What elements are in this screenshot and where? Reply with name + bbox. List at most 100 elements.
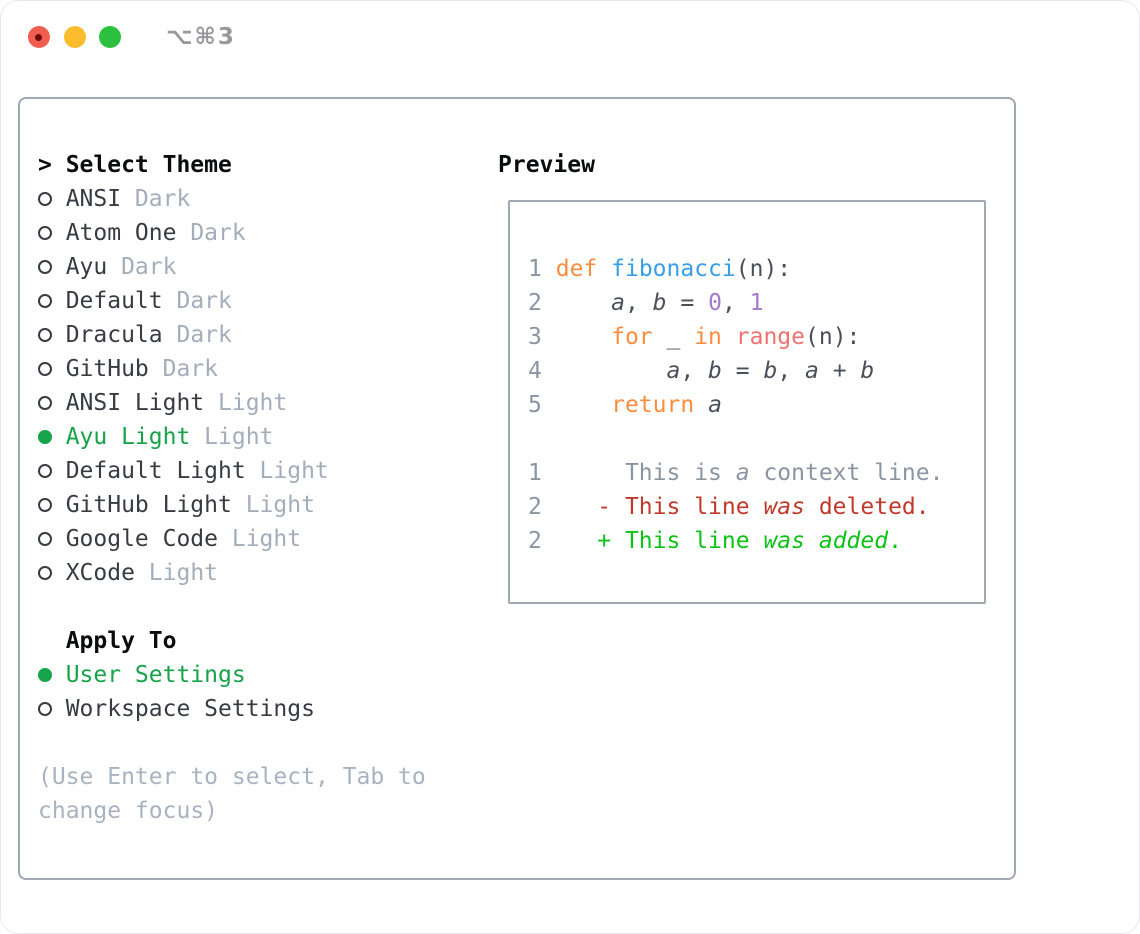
code-token: (n):: [735, 256, 792, 282]
theme-variant-tag: Dark: [176, 322, 232, 348]
theme-option[interactable]: Google Code Light: [38, 522, 426, 556]
apply-to-title: Apply To: [65, 628, 177, 654]
radio-icon: [38, 260, 52, 274]
code-token: added: [818, 528, 889, 554]
preview-line: 3 for _ in range(n):: [528, 320, 943, 354]
window-title: ⌥⌘3: [166, 24, 236, 50]
theme-variant-tag: Light: [231, 526, 302, 552]
code-token: This line: [624, 528, 764, 554]
theme-name: GitHub: [65, 356, 149, 382]
record-dot-icon: [35, 34, 42, 41]
code-token: b: [708, 358, 722, 384]
line-number: 2: [528, 528, 542, 554]
radio-icon: [38, 498, 52, 512]
code-token: _: [652, 324, 695, 350]
line-number: 2: [528, 290, 542, 316]
preview-line: 5 return a: [528, 388, 943, 422]
code-token: a: [805, 358, 819, 384]
theme-option[interactable]: Dracula Dark: [38, 318, 426, 352]
theme-name: XCode: [65, 560, 135, 586]
theme-variant-tag: Light: [245, 492, 315, 518]
theme-list-title: Select Theme: [65, 152, 232, 178]
help-text-line: (Use Enter to select, Tab to: [38, 764, 426, 790]
apply-to-label: User Settings: [65, 662, 246, 688]
radio-icon: [38, 192, 52, 206]
code-token: [694, 392, 708, 418]
radio-icon: [38, 226, 52, 240]
preview-line: 2 + This line was added.: [528, 524, 943, 558]
minimize-button[interactable]: [64, 26, 86, 48]
spacer: [38, 726, 426, 760]
maximize-button[interactable]: [99, 26, 121, 48]
code-token: ,: [777, 358, 806, 384]
radio-icon: [38, 532, 52, 546]
radio-icon: [38, 362, 52, 376]
preview-header: Preview: [498, 152, 595, 178]
theme-name: Google Code: [65, 526, 219, 552]
theme-option[interactable]: Ayu Dark: [38, 250, 426, 284]
radio-selected-icon: [38, 430, 52, 444]
code-token: (n):: [805, 324, 861, 350]
code-token: [542, 324, 611, 350]
code-token: .: [888, 528, 902, 554]
code-token: a: [708, 392, 722, 418]
theme-option[interactable]: GitHub Light Light: [38, 488, 426, 522]
code-token: b: [652, 290, 667, 316]
code-token: b: [763, 358, 778, 384]
code-token: range: [735, 324, 806, 350]
code-token: fibonacci: [611, 256, 736, 282]
theme-name: Default: [65, 288, 163, 314]
titlebar: ⌥⌘3: [0, 0, 1140, 74]
theme-variant-tag: Light: [218, 390, 288, 416]
preview-line: 1 This is a context line.: [528, 456, 943, 490]
code-token: ,: [624, 290, 653, 316]
theme-variant-tag: Light: [204, 424, 274, 450]
line-number: 1: [528, 256, 542, 282]
apply-to-option[interactable]: Workspace Settings: [38, 692, 426, 726]
preview-line: 1 def fibonacci(n):: [528, 252, 943, 286]
preview-line: 2 - This line was deleted.: [528, 490, 943, 524]
code-token: [722, 324, 736, 350]
code-token: -: [541, 494, 625, 520]
code-token: +: [818, 358, 861, 384]
theme-name: GitHub Light: [65, 492, 232, 518]
code-token: [542, 358, 667, 384]
code-token: return: [611, 392, 695, 418]
code-token: [597, 256, 611, 282]
code-token: =: [721, 358, 764, 384]
code-token: context line.: [749, 460, 944, 486]
apply-to-option[interactable]: User Settings: [38, 658, 426, 692]
code-token: +: [541, 528, 625, 554]
preview-line: [528, 422, 943, 456]
code-token: a: [735, 460, 750, 486]
code-token: ,: [680, 358, 709, 384]
code-token: [542, 256, 556, 282]
apply-to-header: Apply To: [38, 624, 426, 658]
theme-variant-tag: Dark: [121, 254, 177, 280]
radio-icon: [38, 702, 52, 716]
code-token: =: [666, 290, 709, 316]
theme-name: Dracula: [65, 322, 163, 348]
code-token: a: [611, 290, 625, 316]
preview-line: 2 a, b = 0, 1: [528, 286, 943, 320]
radio-icon: [38, 328, 52, 342]
theme-name: Ayu: [65, 254, 108, 280]
theme-variant-tag: Dark: [190, 220, 246, 246]
code-token: 1: [749, 290, 764, 316]
code-token: deleted.: [804, 494, 930, 520]
close-button[interactable]: [28, 26, 50, 48]
line-number: 4: [528, 358, 542, 384]
